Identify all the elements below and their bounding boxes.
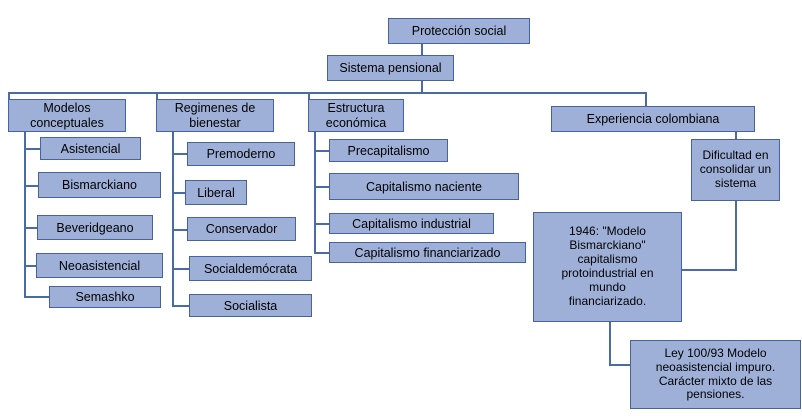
node-asistencial[interactable]: Asistencial [40,137,141,160]
connector-rib-precapitalismo [314,150,330,152]
node-modelos-conceptuales[interactable]: Modelos conceptuales [8,99,126,132]
node-capitalismo-industrial[interactable]: Capitalismo industrial [329,213,494,234]
connector-1946-spine [609,322,611,366]
node-liberal[interactable]: Liberal [185,180,247,205]
node-capitalismo-naciente[interactable]: Capitalismo naciente [329,173,519,200]
node-precapitalismo[interactable]: Precapitalismo [329,139,448,162]
connector-rib-premoderno [172,153,188,155]
node-experiencia-colombiana[interactable]: Experiencia colombiana [551,106,755,132]
connector-rib-socialdemocrata [172,268,190,270]
node-semashko[interactable]: Semashko [49,286,161,308]
connector-spine-estructura [314,131,316,253]
node-regimenes-de-bienestar[interactable]: Regimenes de bienestar [156,99,274,132]
connector-rib-conservador [172,229,188,231]
connector-rib-semashko [24,296,50,298]
connector-rib-liberal [172,192,186,194]
node-socialista[interactable]: Socialista [189,294,312,317]
connector-main-bus [8,92,647,94]
node-neoasistencial[interactable]: Neoasistencial [36,253,163,278]
node-estructura-economica[interactable]: Estructura económica [308,99,404,132]
connector-rib-beveridgeano [24,227,38,229]
connector-rib-capitalismo-naciente [314,186,330,188]
node-premoderno[interactable]: Premoderno [187,142,295,166]
connector-1946-to-ley100 [609,364,645,366]
connector-rib-capitalismo-industrial [314,223,330,225]
node-ley-100-93[interactable]: Ley 100/93 Modelo neoasistencial impuro.… [630,340,801,409]
connector-dificultad-spine [735,201,737,271]
node-conservador[interactable]: Conservador [187,217,296,241]
connector-drop-experiencia [645,92,647,106]
node-proteccion-social[interactable]: Protección social [388,18,530,44]
connector-rib-socialista [172,305,190,307]
connector-rib-bismarckiano [24,185,39,187]
node-capitalismo-financiarizado[interactable]: Capitalismo financiarizado [329,242,526,263]
connector-rib-neoasistencial [24,265,37,267]
node-sistema-pensional[interactable]: Sistema pensional [327,55,454,81]
node-dificultad-consolidar[interactable]: Dificultad en consolidar un sistema [691,139,780,201]
node-beveridgeano[interactable]: Beveridgeano [37,215,153,240]
connector-drop-regimenes [156,92,158,100]
connector-drop-modelos [8,92,10,100]
connector-spine-modelos [24,131,26,296]
connector-drop-estructura [308,92,310,100]
connector-rib-asistencial [24,148,41,150]
connector-rib-capitalismo-financiarizado [314,252,330,254]
node-1946-modelo-bismarckiano[interactable]: 1946: "Modelo Bismarckiano" capitalismo … [533,212,682,322]
connector-dificultad-to-1946 [682,269,737,271]
node-socialdemocrata[interactable]: Socialdemócrata [189,256,312,281]
connector-spine-regimenes [172,131,174,305]
node-bismarckiano[interactable]: Bismarckiano [38,172,161,198]
